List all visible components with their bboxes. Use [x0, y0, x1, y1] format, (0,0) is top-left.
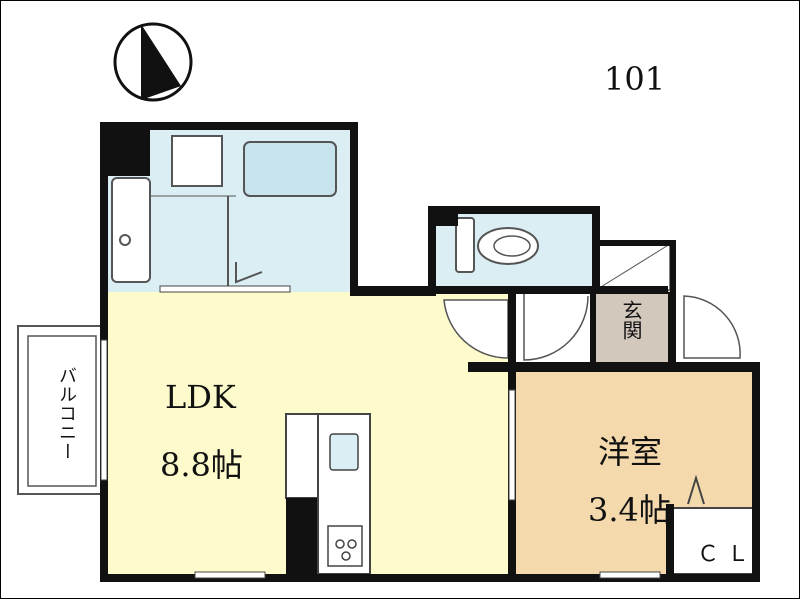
closet-label: ＣＬ [697, 542, 758, 567]
windows [100, 285, 661, 579]
entrance-door-swing [683, 295, 741, 359]
bathtub-icon [243, 141, 337, 197]
balcony-outline [17, 325, 105, 495]
inner-door-swing [523, 292, 589, 361]
stove-icon [327, 525, 363, 567]
ldk-room-name: LDK [165, 378, 236, 416]
closet-door-icon [687, 474, 705, 505]
hall-door-swing [443, 299, 509, 359]
vanity-icon [111, 177, 151, 283]
kitchen-sink-icon [329, 433, 359, 471]
entrance-label: 玄関 [619, 300, 643, 340]
unit-number: 101 [604, 60, 666, 98]
western-room-size: 3.4帖 [588, 491, 671, 529]
ldk-room-size: 8.8帖 [160, 446, 243, 484]
door-swing-icon [235, 262, 263, 284]
western-room-name: 洋室 [598, 433, 663, 471]
balcony-label: バルコニー [56, 366, 77, 461]
kitchen-counter [285, 413, 371, 575]
sink-icon [119, 234, 131, 246]
entrance-floor [594, 290, 672, 362]
toilet-icon [455, 217, 539, 273]
washer-icon [171, 135, 223, 187]
north-compass-icon [113, 22, 193, 102]
